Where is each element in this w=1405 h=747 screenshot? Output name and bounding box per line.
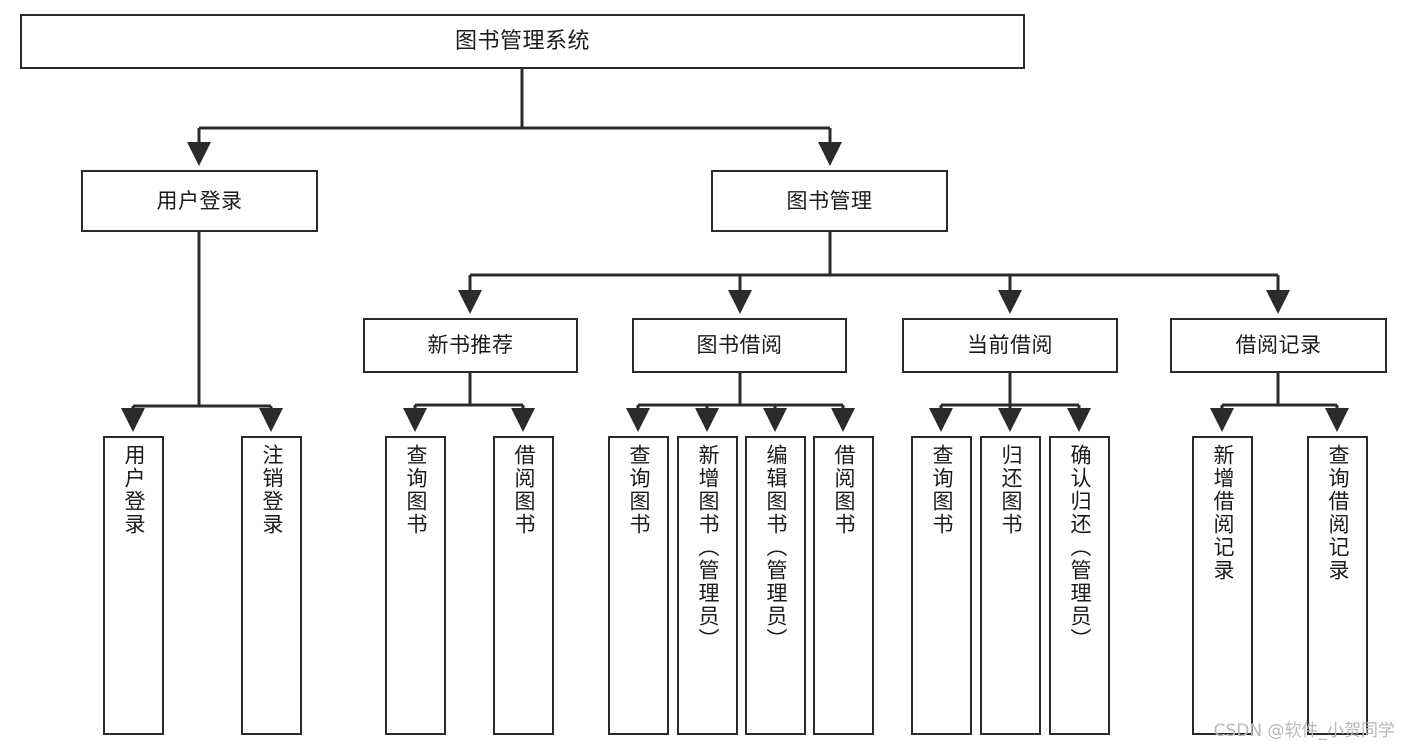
leaf-new-book-borrow[interactable]: 借阅图书 bbox=[493, 436, 554, 735]
connectors-record bbox=[1210, 373, 1349, 432]
node-label: 借阅图书 bbox=[512, 444, 536, 536]
node-label: 借阅记录 bbox=[1235, 333, 1322, 358]
leaf-current-confirm-return-admin[interactable]: 确认归还（管理员） bbox=[1049, 436, 1110, 735]
node-label: 借阅图书 bbox=[832, 444, 856, 536]
leaf-record-query-borrow-record[interactable]: 查询借阅记录 bbox=[1307, 436, 1368, 735]
node-book-management[interactable]: 图书管理 bbox=[711, 170, 948, 232]
node-label: 新书推荐 bbox=[427, 333, 514, 358]
node-root-book-management-system[interactable]: 图书管理系统 bbox=[20, 14, 1025, 69]
leaf-current-query-book[interactable]: 查询图书 bbox=[911, 436, 972, 735]
node-label: 图书管理系统 bbox=[454, 28, 590, 54]
leaf-user-login-logout[interactable]: 注销登录 bbox=[241, 436, 302, 735]
connectors-book-mgmt bbox=[458, 232, 1290, 314]
node-label: 用户登录 bbox=[122, 444, 146, 536]
node-label: 查询借阅记录 bbox=[1326, 444, 1350, 582]
node-borrow-record[interactable]: 借阅记录 bbox=[1170, 318, 1387, 373]
node-label: 当前借阅 bbox=[967, 333, 1053, 358]
connectors-new-book bbox=[403, 373, 535, 432]
connectors-user-login bbox=[121, 232, 283, 432]
node-label: 用户登录 bbox=[156, 188, 243, 213]
leaf-borrow-query-book[interactable]: 查询图书 bbox=[608, 436, 669, 735]
node-label: 图书管理 bbox=[786, 188, 873, 213]
node-label: 新增借阅记录 bbox=[1211, 444, 1235, 582]
connectors-root bbox=[187, 69, 842, 166]
node-label: 图书借阅 bbox=[696, 333, 783, 358]
node-label: 查询图书 bbox=[404, 444, 428, 536]
node-current-borrow[interactable]: 当前借阅 bbox=[902, 318, 1118, 373]
node-label: 查询图书 bbox=[627, 444, 651, 536]
node-label: 查询图书 bbox=[930, 444, 954, 536]
connectors-borrow bbox=[626, 373, 855, 432]
node-label: 注销登录 bbox=[260, 444, 284, 536]
node-label: 新增图书（管理员） bbox=[696, 444, 720, 651]
leaf-borrow-edit-book-admin[interactable]: 编辑图书（管理员） bbox=[745, 436, 806, 735]
leaf-current-return-book[interactable]: 归还图书 bbox=[980, 436, 1041, 735]
leaf-borrow-add-book-admin[interactable]: 新增图书（管理员） bbox=[677, 436, 738, 735]
connectors-current bbox=[929, 373, 1091, 432]
node-new-book-recommend[interactable]: 新书推荐 bbox=[363, 318, 578, 373]
node-book-borrow[interactable]: 图书借阅 bbox=[632, 318, 847, 373]
watermark-csdn: CSDN @软件_小贺同学 bbox=[1213, 721, 1395, 741]
node-label: 确认归还（管理员） bbox=[1068, 444, 1092, 651]
leaf-record-add-borrow-record[interactable]: 新增借阅记录 bbox=[1192, 436, 1253, 735]
leaf-borrow-borrow-book[interactable]: 借阅图书 bbox=[813, 436, 874, 735]
leaf-new-book-query[interactable]: 查询图书 bbox=[385, 436, 446, 735]
node-label: 归还图书 bbox=[999, 444, 1023, 536]
node-user-login[interactable]: 用户登录 bbox=[81, 170, 318, 232]
node-label: 编辑图书（管理员） bbox=[764, 444, 788, 651]
leaf-user-login-login[interactable]: 用户登录 bbox=[103, 436, 164, 735]
